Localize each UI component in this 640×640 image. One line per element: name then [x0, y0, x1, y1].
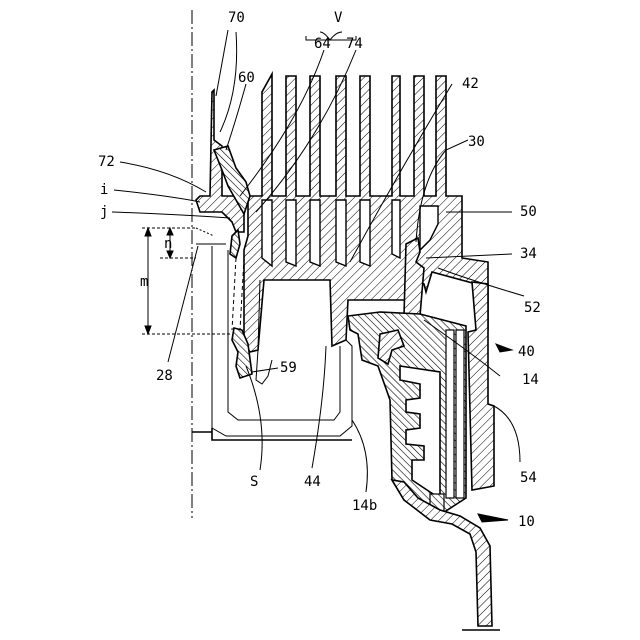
- dashed-lamp: [232, 258, 244, 330]
- label-n: n: [164, 236, 172, 252]
- label-10: 10: [518, 514, 535, 530]
- label-72: 72: [98, 154, 115, 170]
- label-34: 34: [520, 246, 537, 262]
- arrow-10: [478, 514, 508, 522]
- label-m: m: [140, 274, 148, 290]
- label-42: 42: [462, 76, 479, 92]
- label-74: 74: [346, 36, 363, 52]
- seal-ring-upper: [230, 230, 240, 258]
- label-44: 44: [304, 474, 321, 490]
- label-50: 50: [520, 204, 537, 220]
- label-59: 59: [280, 360, 297, 376]
- label-j: j: [100, 204, 108, 220]
- label-30: 30: [468, 134, 485, 150]
- arrow-40: [496, 344, 512, 352]
- label-S: S: [250, 474, 258, 490]
- label-60: 60: [238, 70, 255, 86]
- label-54: 54: [520, 470, 537, 486]
- dimension-lines: [142, 228, 232, 334]
- label-14b: 14b: [352, 498, 377, 514]
- label-40: 40: [518, 344, 535, 360]
- terminal-bar-2: [456, 330, 464, 498]
- label-i: i: [100, 182, 108, 198]
- outer-shell: [468, 282, 494, 490]
- terminal-bar: [446, 330, 454, 498]
- label-70: 70: [228, 10, 245, 26]
- label-28: 28: [156, 368, 173, 384]
- label-14: 14: [522, 372, 539, 388]
- label-64: 64: [314, 36, 331, 52]
- label-52: 52: [524, 300, 541, 316]
- label-V: V: [334, 10, 343, 26]
